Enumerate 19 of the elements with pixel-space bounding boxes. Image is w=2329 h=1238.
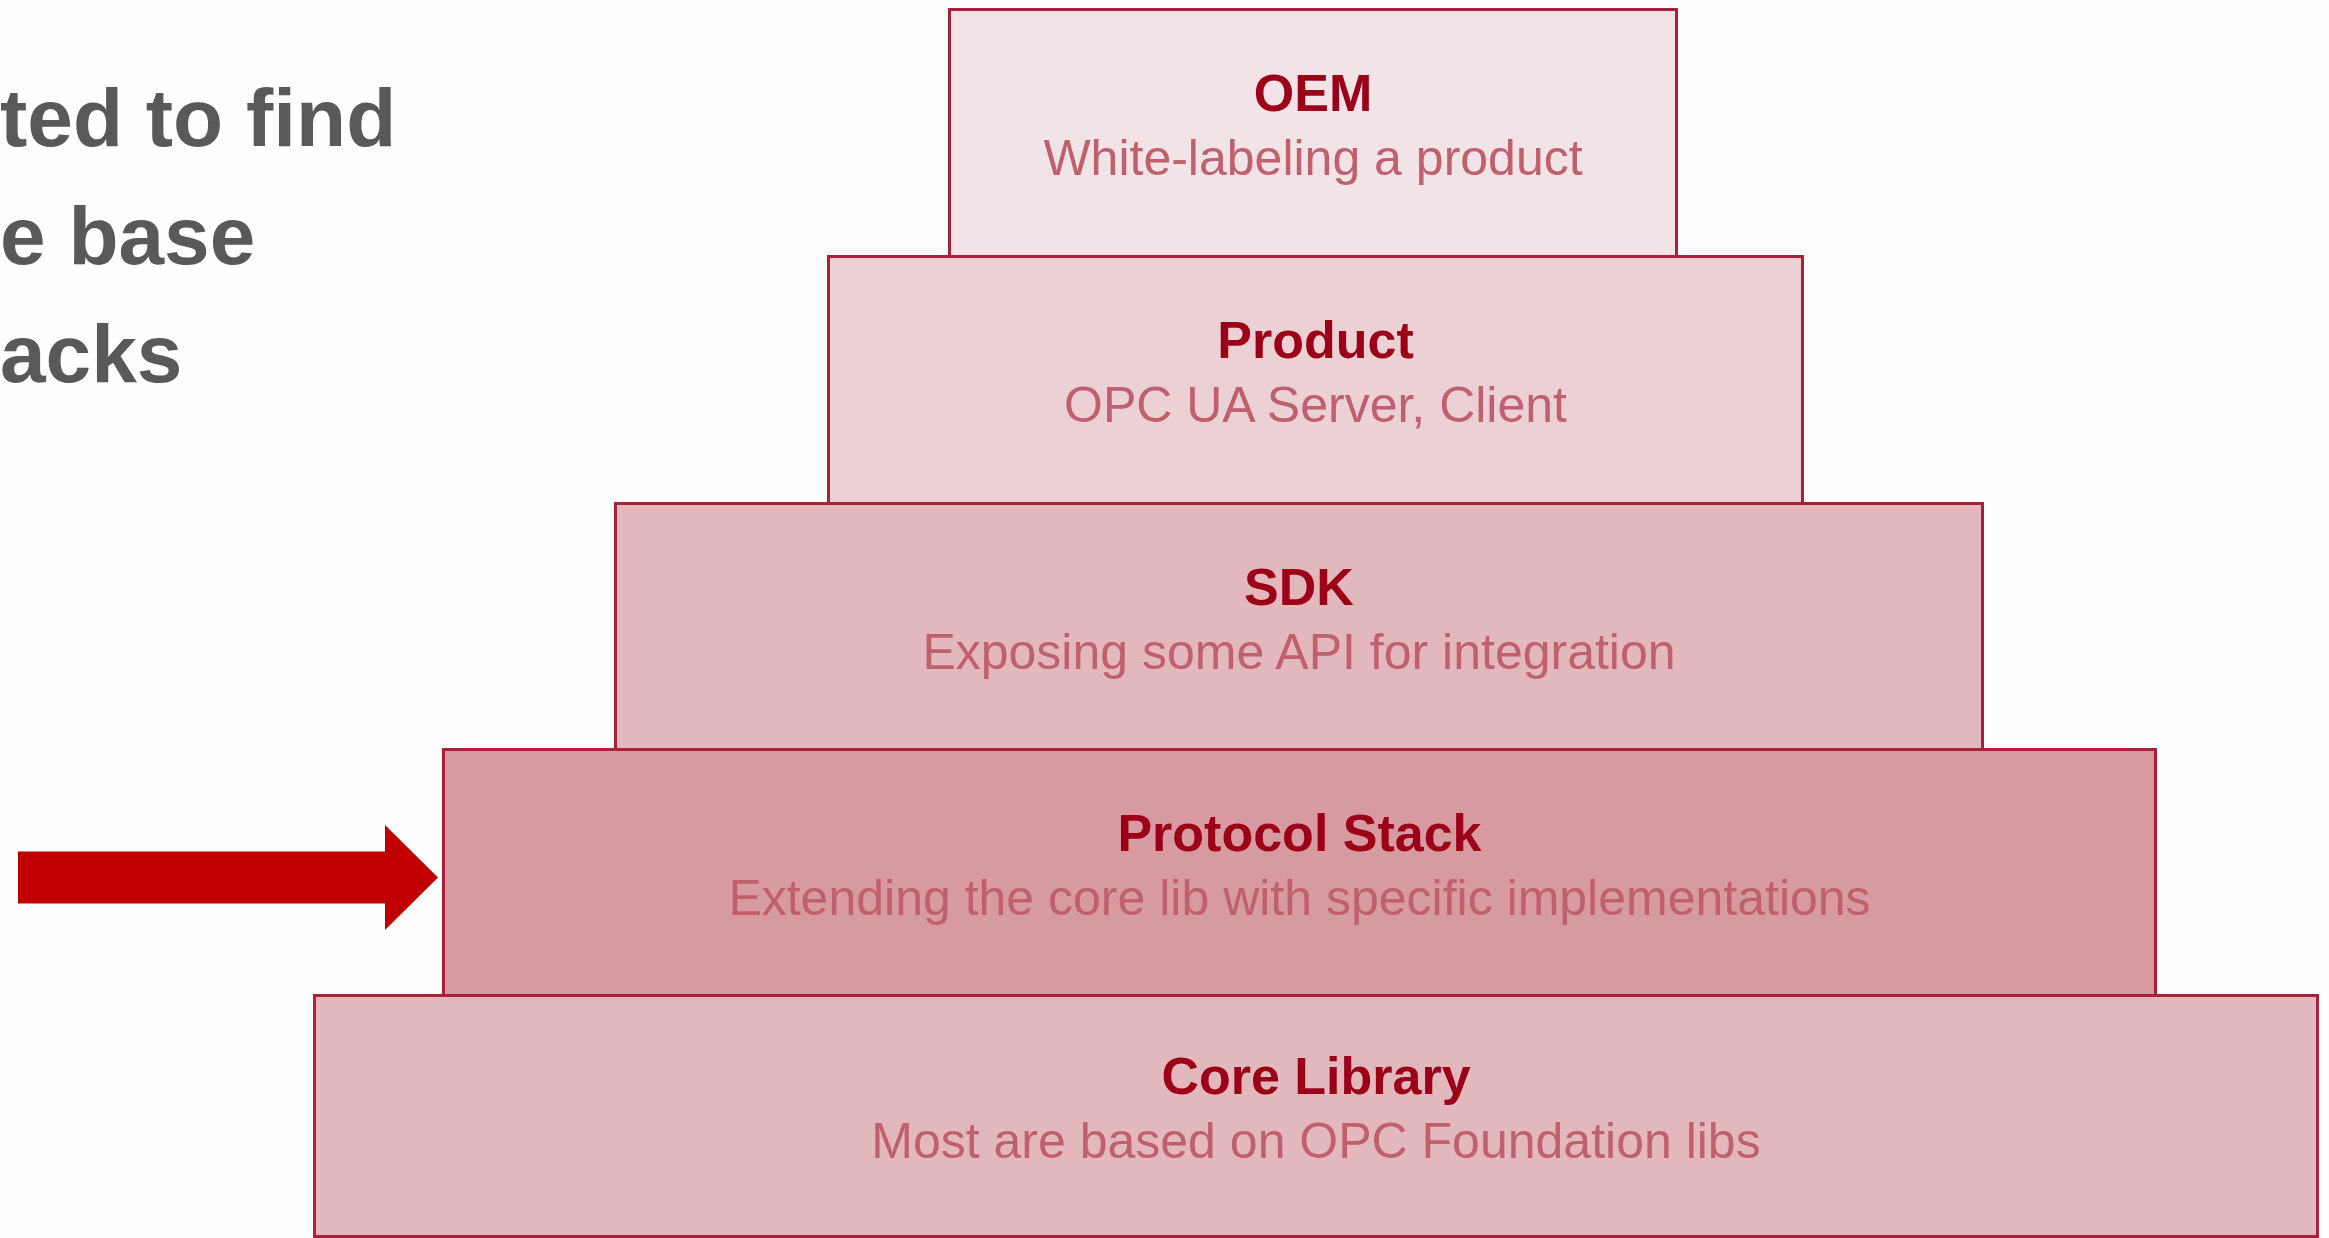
- tier-title: OEM: [1253, 63, 1373, 124]
- heading-text: ted to find: [0, 77, 397, 159]
- pyramid-tier: [614, 502, 1984, 751]
- pyramid-tier: [827, 255, 1804, 505]
- tier-description: Extending the core lib with specific implementations: [728, 868, 1871, 928]
- tier-title: Core Library: [1161, 1046, 1471, 1107]
- pyramid-tier: [948, 8, 1678, 258]
- heading-text: e base: [0, 195, 256, 277]
- arrow: [18, 825, 438, 930]
- tier-description: Exposing some API for integration: [922, 622, 1676, 682]
- heading-text: acks: [0, 313, 183, 395]
- pyramid-tier: [313, 994, 2319, 1238]
- pyramid-tier: [442, 748, 2157, 997]
- tier-description: White-labeling a product: [1043, 129, 1583, 188]
- tier-title: SDK: [1244, 556, 1354, 618]
- tier-description: Most are based on OPC Foundation libs: [871, 1112, 1761, 1171]
- tier-title: Product: [1217, 310, 1414, 371]
- tier-title: Protocol Stack: [1117, 802, 1482, 864]
- tier-description: OPC UA Server, Client: [1064, 376, 1567, 435]
